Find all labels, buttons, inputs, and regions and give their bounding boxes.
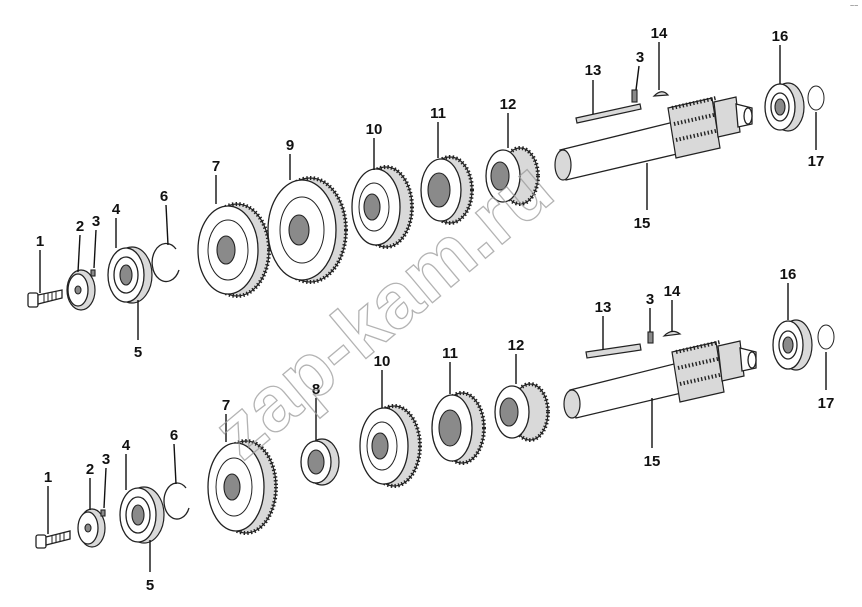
top-label-4: 4 — [112, 201, 121, 218]
bottom-label-13: 13 — [595, 299, 612, 316]
bottom-part-1-bolt — [35, 530, 71, 549]
top-part-4-bearing — [107, 246, 153, 304]
bottom-part-6-snap-ring — [163, 482, 190, 520]
bottom-label-6: 6 — [170, 427, 178, 444]
top-label-2: 2 — [76, 218, 84, 235]
top-part-14-woodruff-key — [652, 91, 670, 97]
bottom-part-11-gear — [431, 391, 486, 465]
top-part-7-gear — [197, 202, 271, 298]
bottom-label-8: 8 — [312, 381, 320, 398]
bottom-label-2: 2 — [86, 461, 94, 478]
top-label-10: 10 — [366, 121, 383, 138]
top-label-3: 3 — [92, 213, 100, 230]
top-label-16: 16 — [772, 28, 789, 45]
bottom-label-10: 10 — [374, 353, 391, 370]
bottom-part-8-bushing — [300, 438, 340, 486]
top-part-6-snap-ring — [151, 242, 180, 283]
bottom-part-10-gear — [359, 404, 422, 488]
top-label-17: 17 — [808, 153, 825, 170]
corner-mark: ~~ — [850, 3, 858, 10]
top-part-1-bolt — [27, 289, 63, 308]
bottom-label-3b: 3 — [646, 291, 654, 308]
bottom-part-16-bearing — [772, 319, 813, 371]
bottom-part-15-shaft — [563, 340, 757, 419]
top-part-16-bearing — [764, 82, 805, 132]
top-label-6: 6 — [160, 188, 168, 205]
bottom-label-5: 5 — [146, 577, 154, 594]
top-part-12-gear — [485, 146, 540, 206]
bottom-label-3: 3 — [102, 451, 110, 468]
top-part-3-pin — [90, 269, 96, 277]
top-label-1: 1 — [36, 233, 44, 250]
top-label-9: 9 — [286, 137, 294, 154]
top-label-13: 13 — [585, 62, 602, 79]
top-label-14: 14 — [651, 25, 668, 42]
bottom-part-17-snap-ring — [817, 324, 835, 350]
bottom-part-2-washer — [77, 508, 106, 548]
bottom-label-15: 15 — [644, 453, 661, 470]
top-part-3b-pin — [631, 89, 638, 103]
top-label-15: 15 — [634, 215, 651, 232]
bottom-part-4-bearing — [119, 486, 165, 544]
bottom-assembly: 1 2 3 4 5 6 7 8 10 11 12 13 3 14 16 15 1… — [35, 266, 835, 594]
top-part-10-gear — [351, 165, 414, 249]
bottom-part-3b-pin — [647, 331, 654, 344]
top-label-7: 7 — [212, 158, 220, 175]
top-part-15-shaft — [554, 96, 753, 181]
top-part-13-key — [575, 103, 642, 124]
top-part-17-snap-ring — [807, 85, 825, 111]
bottom-label-17: 17 — [818, 395, 835, 412]
bottom-label-16: 16 — [780, 266, 797, 283]
top-label-3b: 3 — [636, 49, 644, 66]
bottom-label-14: 14 — [664, 283, 681, 300]
bottom-label-11: 11 — [442, 345, 458, 362]
bottom-label-12: 12 — [508, 337, 525, 354]
bottom-label-1: 1 — [44, 469, 52, 486]
bottom-part-14-woodruff-key — [662, 330, 682, 337]
top-label-5: 5 — [134, 344, 142, 361]
top-part-9-gear — [267, 176, 348, 284]
top-assembly: 1 2 3 4 5 6 7 9 10 11 12 13 3 14 16 15 1… — [27, 25, 825, 361]
bottom-part-12-gear — [494, 382, 550, 442]
bottom-label-4: 4 — [122, 437, 131, 454]
bottom-label-7: 7 — [222, 397, 230, 414]
top-label-11: 11 — [430, 105, 446, 122]
bottom-part-13-key — [585, 343, 642, 359]
top-part-2-washer — [66, 269, 96, 311]
bottom-part-7-gear — [207, 439, 278, 535]
top-part-11-gear — [420, 155, 474, 225]
bottom-part-3-pin — [100, 509, 106, 517]
top-label-12: 12 — [500, 96, 517, 113]
